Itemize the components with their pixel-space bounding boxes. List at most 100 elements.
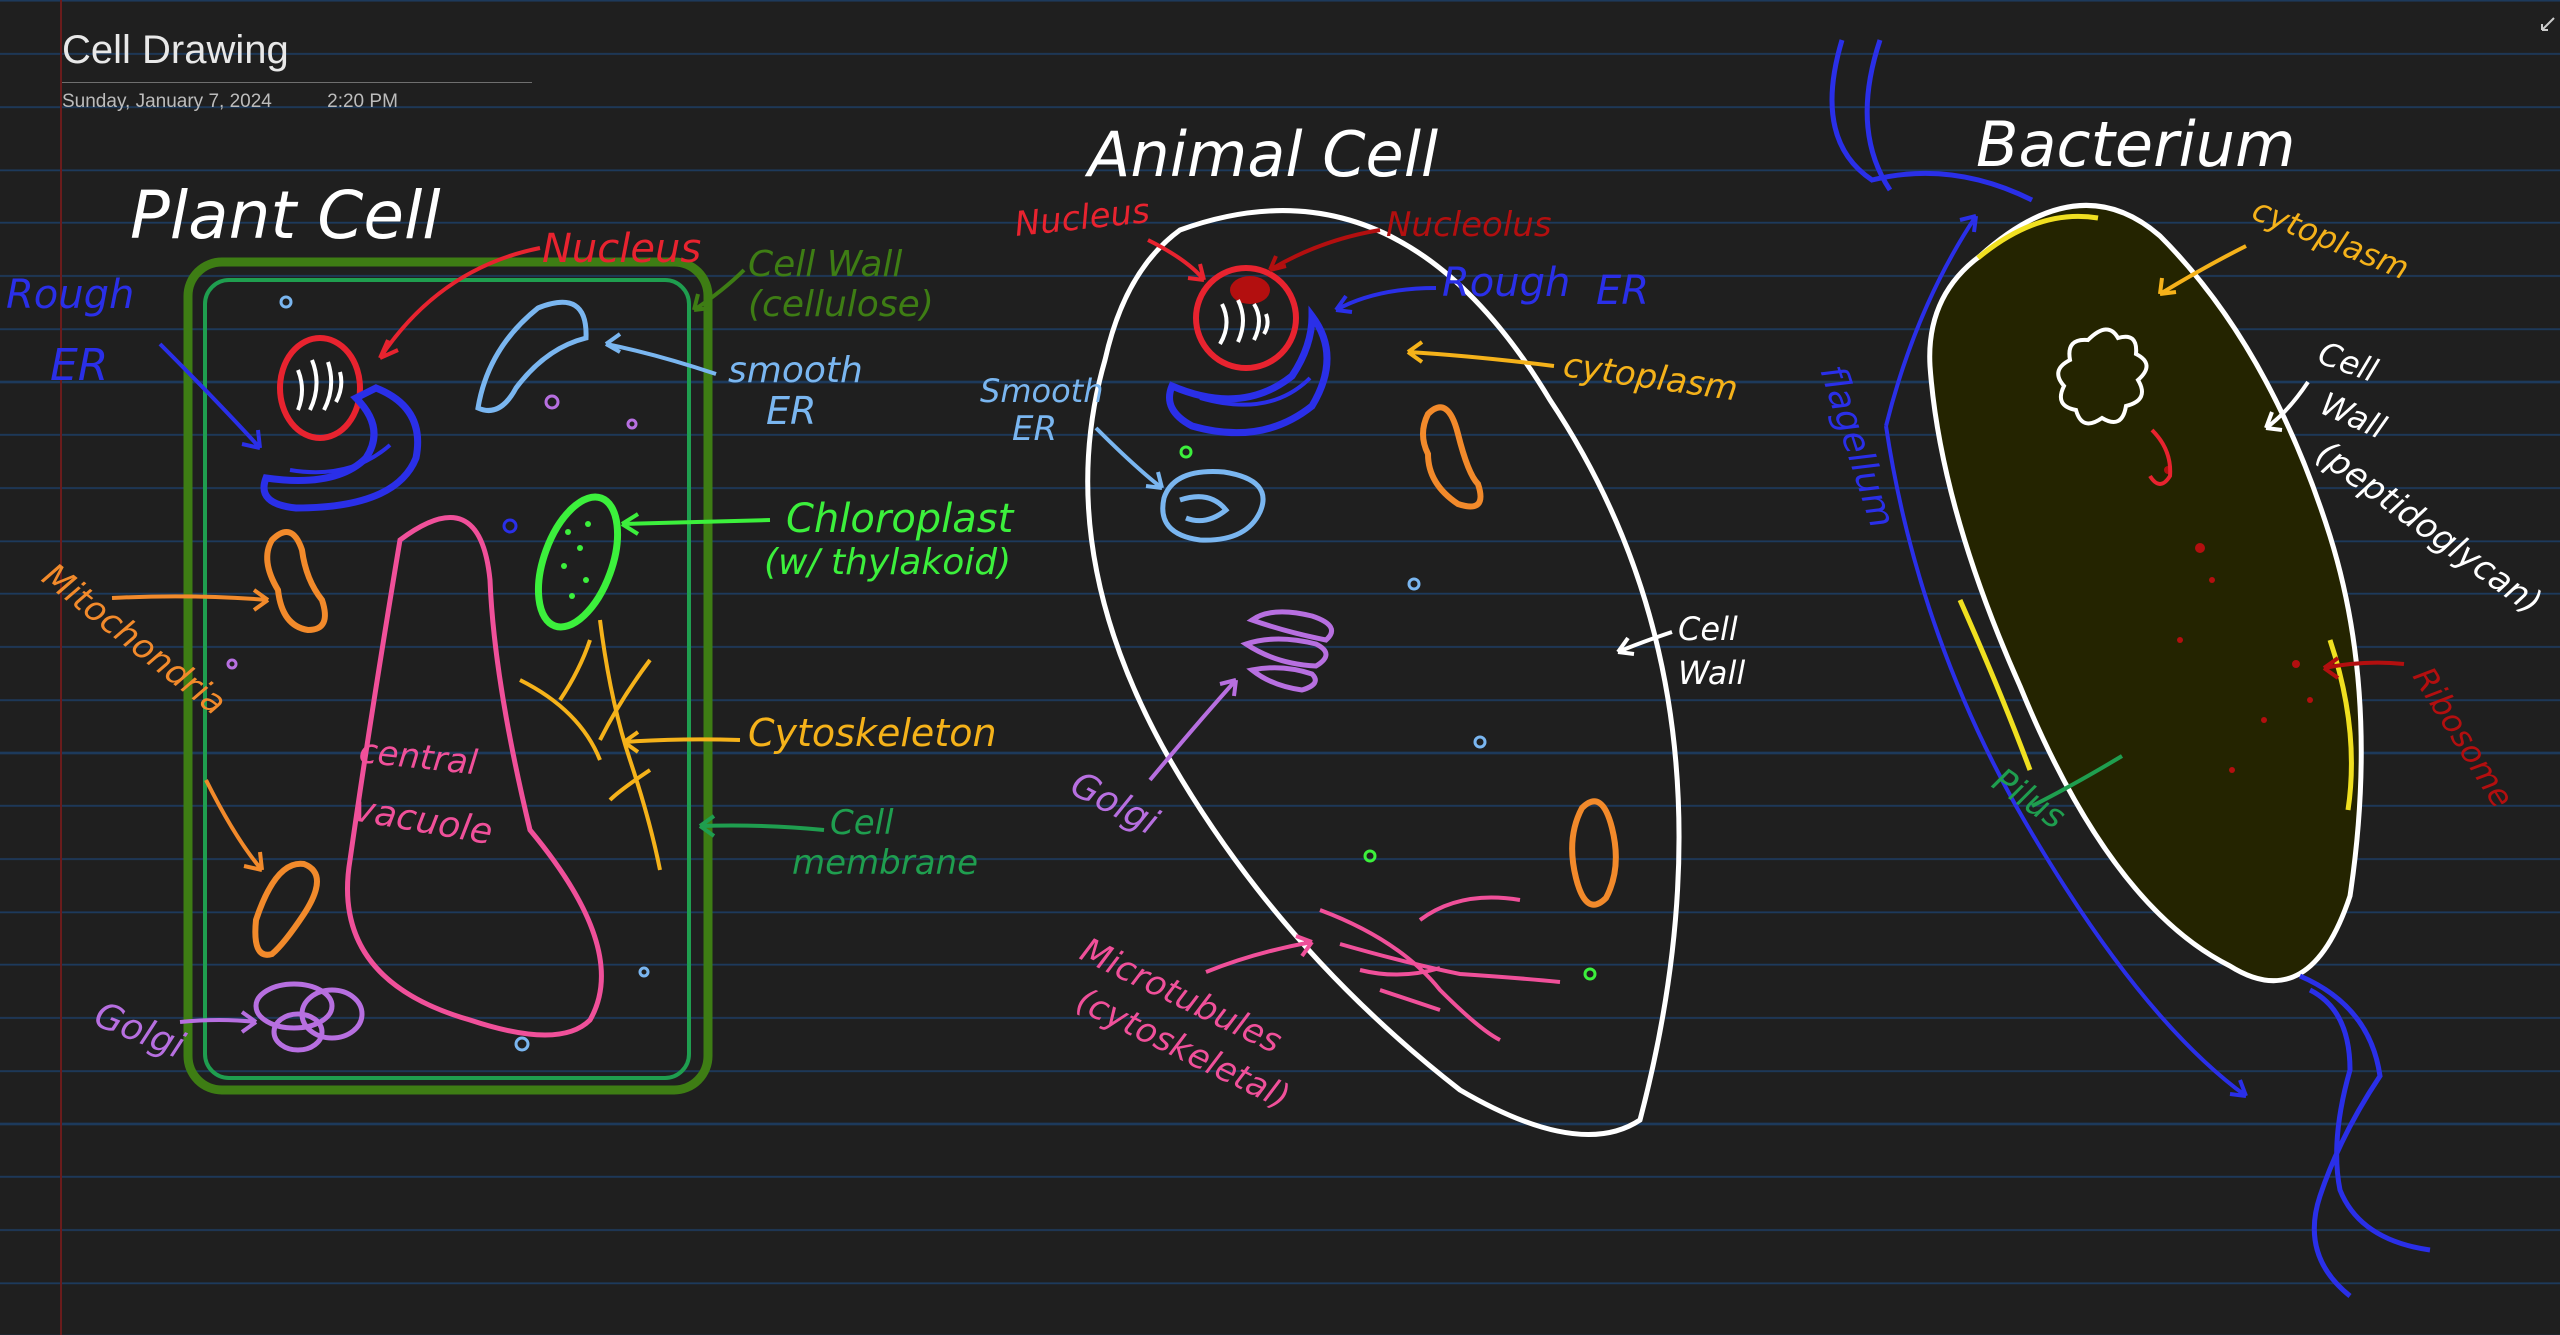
plant-label-central-vacuole-1: central bbox=[357, 731, 480, 783]
page-meta: Sunday, January 7, 2024 2:20 PM bbox=[62, 91, 532, 113]
plant-label-smooth-er-1: smooth bbox=[728, 350, 863, 391]
bacterium: Bacterium cytoplasm Cell bbox=[1811, 39, 2549, 1298]
plant-arrow-rough-er bbox=[158, 342, 262, 450]
plant-cell: Plant Cell bbox=[6, 177, 1015, 1095]
plant-arrow-mitochondria-1 bbox=[111, 588, 270, 612]
bacterium-ribosomes bbox=[2164, 466, 2313, 773]
bacterium-body bbox=[1927, 203, 2364, 984]
animal-mitochondrion-1 bbox=[1420, 404, 1484, 510]
plant-label-rough-er-2: ER bbox=[50, 340, 108, 391]
animal-label-smooth-er-2: ER bbox=[1012, 409, 1057, 449]
plant-cell-membrane bbox=[203, 278, 691, 1080]
animal-cell-title: Animal Cell bbox=[1084, 118, 1438, 191]
plant-label-golgi: Golgi bbox=[89, 994, 190, 1067]
bacterium-flagellum-top bbox=[1829, 39, 2034, 203]
animal-nucleus bbox=[1193, 265, 1299, 371]
page-header: Cell Drawing Sunday, January 7, 2024 2:2… bbox=[62, 22, 532, 113]
plant-arrow-nucleus bbox=[378, 246, 541, 360]
animal-label-golgi: Golgi bbox=[1064, 764, 1165, 844]
plant-rough-er-inner bbox=[289, 443, 392, 475]
plant-arrow-smooth-er bbox=[604, 332, 717, 376]
plant-arrow-mitochondria-2 bbox=[204, 779, 264, 872]
plant-cell-title: Plant Cell bbox=[130, 177, 441, 254]
animal-label-rough-er-1: Rough bbox=[1442, 260, 1570, 306]
plant-label-cell-wall-1: Cell Wall bbox=[748, 244, 902, 285]
animal-arrow-rough-er bbox=[1334, 286, 1437, 314]
plant-golgi bbox=[253, 981, 365, 1053]
plant-label-central-vacuole-2: vacuole bbox=[350, 788, 495, 853]
plant-chromatin bbox=[296, 359, 344, 411]
plant-arrow-cell-membrane bbox=[698, 814, 825, 838]
bacterium-arrow-cell-wall bbox=[2264, 380, 2310, 432]
bacterium-pilus bbox=[2031, 754, 2124, 808]
plant-label-cytoskeleton: Cytoskeleton bbox=[748, 711, 997, 755]
animal-label-rough-er-2: ER bbox=[1596, 268, 1649, 314]
animal-smooth-er bbox=[1160, 469, 1266, 543]
bacterium-label-ribosome: Ribosome bbox=[2405, 660, 2521, 814]
animal-arrow-microtubules bbox=[1205, 934, 1314, 974]
animal-microtubules bbox=[1319, 895, 1561, 1042]
animal-arrow-cytoplasm bbox=[1406, 340, 1555, 368]
plant-nucleus bbox=[277, 335, 363, 441]
bacterium-arrow-cytoplasm bbox=[2158, 244, 2247, 296]
bacterium-label-cell-wall-1: Cell bbox=[2313, 334, 2382, 390]
animal-mitochondrion-2 bbox=[1569, 798, 1619, 908]
plant-label-chloroplast-1: Chloroplast bbox=[786, 496, 1015, 542]
animal-label-nucleolus: Nucleolus bbox=[1386, 205, 1552, 245]
animal-arrow-nucleus bbox=[1147, 238, 1206, 282]
plant-cytoskeleton bbox=[519, 619, 662, 871]
bacterium-arrow-flagellum bbox=[1884, 214, 2248, 1098]
plant-arrow-cell-wall bbox=[692, 268, 746, 312]
plant-label-cell-membrane-2: membrane bbox=[792, 843, 978, 883]
animal-rough-er-inner bbox=[1199, 376, 1312, 407]
plant-label-nucleus: Nucleus bbox=[542, 226, 701, 272]
page-title[interactable]: Cell Drawing bbox=[62, 22, 532, 83]
animal-rough-er bbox=[1166, 305, 1331, 437]
bacterium-nucleoid bbox=[2056, 327, 2149, 426]
plant-mitochondrion-1 bbox=[264, 529, 328, 634]
animal-golgi bbox=[1240, 609, 1335, 693]
plant-arrow-chloroplast bbox=[620, 512, 771, 536]
plant-label-smooth-er-2: ER bbox=[766, 389, 816, 433]
plant-rough-er bbox=[260, 384, 422, 512]
plant-mitochondrion-2 bbox=[252, 860, 320, 958]
plant-label-cell-membrane-1: Cell bbox=[830, 803, 894, 843]
plant-label-cell-wall-2: (cellulose) bbox=[748, 284, 934, 325]
animal-arrow-nucleolus bbox=[1268, 228, 1381, 272]
plant-smooth-er bbox=[475, 299, 589, 413]
animal-cell-membrane bbox=[1085, 208, 1682, 1137]
plant-central-vacuole bbox=[345, 515, 604, 1038]
plant-label-rough-er-1: Rough bbox=[6, 272, 134, 318]
plant-chloroplast bbox=[534, 493, 622, 631]
page-date: Sunday, January 7, 2024 bbox=[62, 91, 272, 112]
animal-label-cell-wall-1: Cell bbox=[1678, 610, 1738, 648]
animal-label-cytoplasm: cytoplasm bbox=[1561, 345, 1741, 409]
animal-label-nucleus: Nucleus bbox=[1013, 191, 1152, 245]
animal-vesicles bbox=[1179, 445, 1597, 981]
animal-arrow-cell-wall bbox=[1616, 630, 1673, 656]
page-time: 2:20 PM bbox=[327, 91, 398, 112]
bacterium-plasmid bbox=[2148, 428, 2173, 486]
animal-arrow-smooth-er bbox=[1094, 426, 1164, 490]
animal-label-cell-wall-2: Wall bbox=[1678, 654, 1745, 692]
animal-nucleolus bbox=[1230, 276, 1270, 304]
animal-chromatin bbox=[1218, 299, 1270, 346]
bacterium-arrow-ribosome bbox=[2322, 656, 2405, 680]
plant-cell-wall bbox=[183, 257, 713, 1095]
margin-line bbox=[60, 0, 62, 1335]
plant-arrow-cytoskeleton bbox=[622, 730, 741, 754]
animal-arrow-golgi bbox=[1148, 678, 1238, 782]
plant-arrow-golgi bbox=[179, 1010, 258, 1034]
resize-diagonal-icon[interactable] bbox=[2538, 14, 2558, 34]
bacterium-flagellum-bottom bbox=[2299, 973, 2431, 1298]
animal-label-smooth-er-1: Smooth bbox=[980, 372, 1103, 410]
bacterium-label-cell-wall-2: Wall bbox=[2315, 385, 2392, 447]
plant-vesicles bbox=[226, 295, 650, 1052]
plant-thylakoids bbox=[561, 521, 591, 599]
bacterium-label-cytoplasm: cytoplasm bbox=[2247, 190, 2415, 287]
plant-label-chloroplast-2: (w/ thylakoid) bbox=[764, 542, 1011, 583]
animal-cell: Animal Cell bbox=[980, 118, 1745, 1137]
bacterium-title: Bacterium bbox=[1976, 108, 2295, 181]
